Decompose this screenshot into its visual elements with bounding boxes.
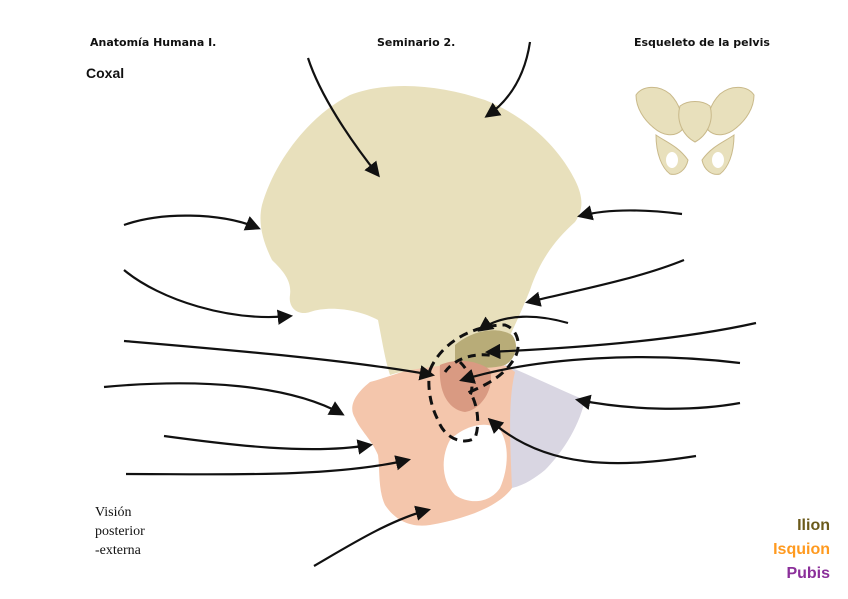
arrow-right-acetabulum bbox=[488, 323, 756, 352]
bone-legend: Ilion Isquion Pubis bbox=[773, 514, 830, 586]
pelvis-thumbnail bbox=[630, 80, 760, 180]
arrow-left-middle bbox=[124, 270, 290, 317]
legend-ilion: Ilion bbox=[773, 514, 830, 538]
pubis-region bbox=[500, 365, 585, 488]
view-label: Visión posterior -externa bbox=[95, 503, 145, 560]
arrow-left-ischium bbox=[104, 383, 342, 414]
view-label-line-3: -externa bbox=[95, 541, 145, 560]
legend-pubis: Pubis bbox=[773, 562, 830, 586]
arrow-left-upper bbox=[124, 216, 258, 228]
arrow-left-ischial-spine bbox=[164, 436, 370, 449]
thumb-right-ilium bbox=[708, 87, 755, 134]
view-label-line-2: posterior bbox=[95, 522, 145, 541]
thumb-sacrum bbox=[679, 102, 711, 143]
thumb-left-foramen bbox=[666, 152, 678, 168]
ilium-region bbox=[260, 86, 581, 375]
arrow-right-pubis bbox=[578, 400, 740, 409]
arrow-right-upper bbox=[580, 211, 682, 217]
thumb-right-foramen bbox=[712, 152, 724, 168]
view-label-line-1: Visión bbox=[95, 503, 145, 522]
legend-isquion: Isquion bbox=[773, 538, 830, 562]
thumb-left-ilium bbox=[636, 87, 683, 134]
arrow-left-ischial-tuberosity bbox=[126, 460, 408, 474]
arrow-right-middle bbox=[528, 260, 684, 302]
